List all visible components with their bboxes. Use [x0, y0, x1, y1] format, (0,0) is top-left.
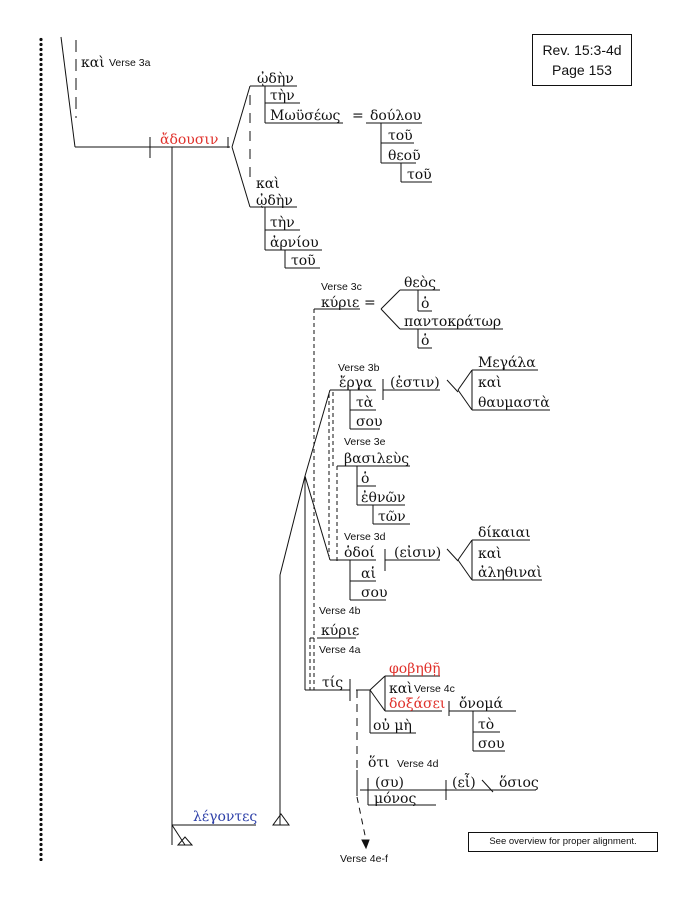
line-fork-upper	[231, 85, 251, 148]
word-hoti: ὅτι	[368, 755, 390, 771]
word-monos: μόνος	[374, 791, 417, 807]
word-onoma: ὄνομά	[459, 696, 503, 712]
label-verse-4d: Verse 4d	[397, 758, 439, 770]
word-estin: (ἐστιν)	[390, 375, 440, 391]
word-kai-4: καὶ	[478, 546, 502, 562]
word-su: (συ)	[375, 775, 404, 791]
word-kurie-2: κύριε	[321, 623, 360, 639]
word-sou-2: σου	[361, 585, 388, 601]
word-adousin: ἄδουσιν	[160, 132, 219, 148]
label-verse-3e: Verse 3e	[344, 436, 386, 448]
symbol-equals-1: =	[352, 108, 364, 124]
word-sou-1: σου	[356, 414, 383, 430]
word-tou-3: τοῦ	[291, 253, 316, 269]
word-ei: (εἶ)	[452, 775, 476, 791]
word-erga: ἔργα	[339, 375, 373, 391]
word-hosios: ὅσιος	[499, 775, 539, 791]
word-to: τὸ	[478, 717, 495, 733]
label-verse-3b: Verse 3b	[338, 362, 380, 374]
reference-passage: Rev. 15:3-4d	[542, 42, 622, 58]
label-verse-4a: Verse 4a	[319, 644, 361, 656]
word-sou-3: σου	[478, 736, 505, 752]
word-ten-1: τὴν	[270, 88, 295, 104]
word-oden-2: ᾠδὴν	[256, 193, 293, 209]
word-alethinai: ἀληθιναὶ	[478, 565, 543, 581]
word-theou: θεοῦ	[388, 148, 421, 164]
word-kai-top: καὶ	[81, 55, 105, 71]
word-ho-3: ὁ	[361, 471, 370, 487]
word-basileus: βασιλεὺς	[344, 451, 410, 467]
label-verse-3c: Verse 3c	[321, 281, 362, 293]
word-ethnon: ἐθνῶν	[361, 490, 406, 506]
word-pantokrator: παντοκράτωρ	[404, 314, 502, 330]
word-kai-2: καὶ	[256, 176, 280, 192]
word-hai: αἱ	[361, 566, 376, 582]
label-verse-4c: Verse 4c	[414, 683, 455, 695]
word-ho-2: ὁ	[421, 333, 430, 349]
word-kai-5: καὶ	[389, 681, 413, 697]
word-megala: Μεγάλα	[478, 355, 536, 371]
label-verse-3d: Verse 3d	[344, 531, 386, 543]
word-kurie-1: κύριε	[321, 295, 360, 311]
word-ho-1: ὁ	[421, 296, 430, 312]
line-fork-lower	[231, 146, 251, 208]
word-ta: τὰ	[356, 395, 374, 411]
word-moyseos: Μωϋσέως	[270, 108, 341, 124]
word-eisin: (εἰσιν)	[394, 545, 442, 561]
line-kai-slant	[60, 36, 76, 148]
reference-box: Rev. 15:3-4d Page 153	[532, 34, 632, 86]
word-tis: τίς	[322, 675, 344, 691]
label-verse-3a: Verse 3a	[109, 57, 151, 69]
word-tou-2: τοῦ	[407, 167, 432, 183]
word-doulou: δούλου	[370, 108, 422, 124]
word-thaumasta: θαυμαστὰ	[478, 395, 550, 411]
symbol-equals-2: =	[364, 295, 376, 311]
word-kai-3: καὶ	[478, 375, 502, 391]
word-ou-me: οὐ μὴ	[373, 718, 412, 734]
word-doxasei: δοξάσει	[389, 696, 446, 712]
alignment-note: See overview for proper alignment.	[468, 832, 658, 852]
word-oden-1: ᾠδὴν	[257, 71, 294, 87]
word-ton: τῶν	[378, 509, 406, 525]
word-ten-2: τὴν	[270, 215, 295, 231]
word-hodoi: ὁδοί	[344, 545, 375, 561]
word-dikaiai: δίκαιαι	[478, 525, 531, 541]
word-theos: θεὸς	[404, 275, 436, 291]
label-verse-4e-f: Verse 4e-f	[340, 853, 388, 865]
word-legontes: λέγοντες	[193, 809, 258, 825]
line-content-slant	[279, 475, 306, 576]
word-phobethe: φοβηθῇ	[389, 661, 441, 677]
reference-page: Page 153	[552, 62, 612, 78]
label-verse-4b: Verse 4b	[319, 605, 361, 617]
word-arniou: ἀρνίου	[270, 235, 319, 251]
left-border-chain	[38, 37, 44, 861]
word-tou-1: τοῦ	[388, 128, 413, 144]
